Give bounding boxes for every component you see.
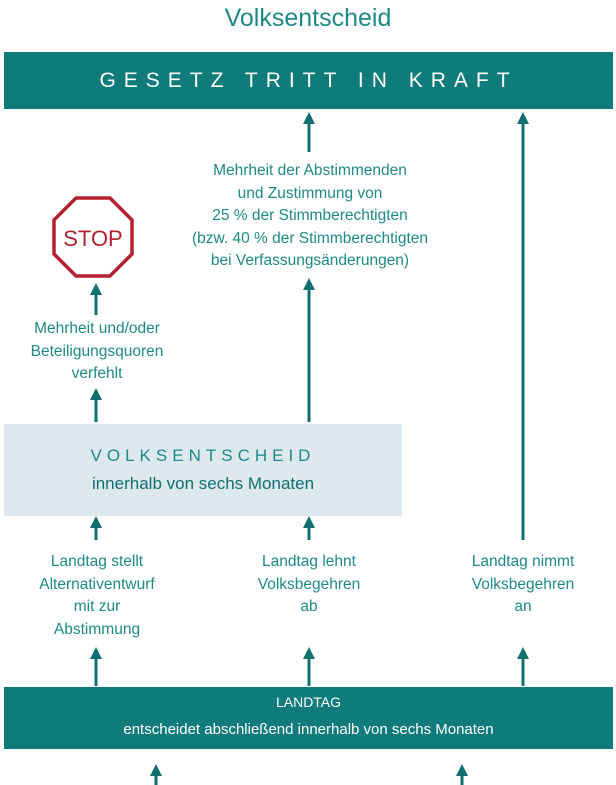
option-line: Landtag stellt: [50, 553, 144, 570]
option-accept: Landtag nimmt Volksbegehren an: [436, 551, 610, 619]
arrow-majority-to-law: [303, 112, 315, 152]
option-line: an: [514, 598, 532, 615]
arrow-into-volksentscheid: [90, 516, 102, 540]
stop-sign-label: STOP: [63, 226, 123, 251]
majority-note-line: Mehrheit der Abstimmenden: [213, 162, 407, 179]
option-line: Landtag lehnt: [262, 553, 356, 570]
arrow-accept-to-law: [517, 112, 529, 540]
volksentscheid-heading: VOLKSENTSCHEID: [90, 446, 316, 465]
majority-note-line: und Zustimmung von: [237, 184, 383, 202]
option-line: Landtag nimmt: [471, 553, 575, 570]
landtag-subtitle: entscheidet abschließend innerhalb von s…: [123, 721, 494, 738]
arrow-option-1: [90, 647, 102, 686]
arrow-volk-to-failure: [90, 388, 102, 422]
option-reject: Landtag lehnt Volksbegehren ab: [222, 551, 396, 619]
failure-note-line: verfehlt: [71, 365, 123, 382]
option-line: ab: [300, 598, 318, 615]
failure-note: Mehrheit und/oder Beteiligungsquoren ver…: [10, 318, 184, 386]
arrow-failure-to-stop: [90, 283, 102, 315]
stop-sign-icon: STOP: [52, 196, 134, 278]
option-alternative: Landtag stellt Alternativentwurf mit zur…: [10, 551, 184, 641]
arrow-option-2: [303, 647, 315, 686]
majority-note-line: (bzw. 40 % der Stimmberechtigten: [191, 229, 429, 247]
option-line: Volksbegehren: [257, 575, 361, 593]
failure-note-line: Mehrheit und/oder: [34, 320, 160, 337]
landtag-bar: LANDTAG entscheidet abschließend innerha…: [4, 687, 613, 749]
arrow-in-left: [150, 764, 162, 785]
majority-note-line: bei Verfassungsänderungen): [210, 252, 410, 269]
volksentscheid-subtitle: innerhalb von sechs Monaten: [91, 474, 315, 493]
failure-note-line: Beteiligungsquoren: [30, 342, 164, 360]
diagram-title: Volksentscheid: [224, 4, 392, 32]
arrow-in-right: [456, 764, 468, 785]
option-line: mit zur: [73, 598, 121, 615]
majority-note-line: 25 % der Stimmberechtigten: [212, 207, 408, 224]
arrow-reject-to-majority: [303, 516, 315, 540]
law-enters-force-banner: GESETZ TRITT IN KRAFT: [4, 52, 613, 109]
option-line: Volksbegehren: [471, 575, 575, 593]
option-line: Abstimmung: [53, 620, 141, 638]
volksentscheid-box: VOLKSENTSCHEID innerhalb von sechs Monat…: [4, 424, 402, 516]
arrow-volk-to-majority: [303, 278, 315, 422]
majority-note: Mehrheit der Abstimmenden und Zustimmung…: [160, 160, 460, 273]
landtag-heading: LANDTAG: [275, 694, 342, 710]
option-line: Alternativentwurf: [39, 575, 155, 593]
arrow-option-3: [517, 647, 529, 686]
